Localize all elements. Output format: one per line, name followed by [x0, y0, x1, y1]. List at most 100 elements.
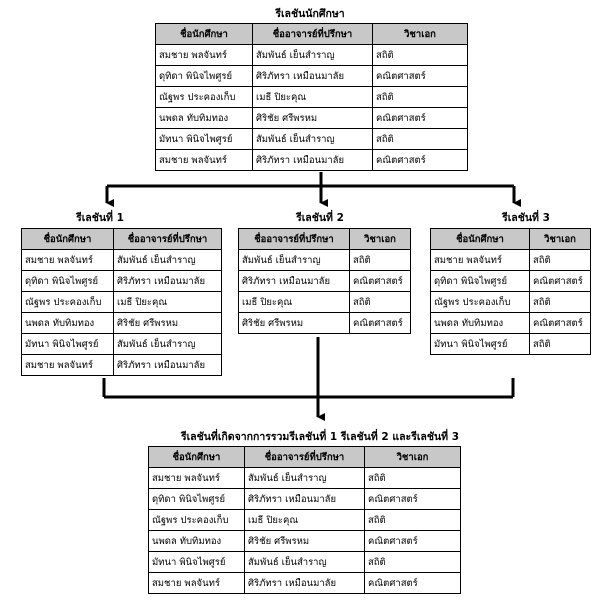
column-header: ชื่ออาจารย์ที่ปรึกษา	[244, 446, 365, 468]
relation-2-title: รีเลชันที่ 2	[296, 212, 344, 224]
table-cell: ดุทิดา พินิจไพศูรย์	[148, 488, 245, 510]
table-row: มัทนา พินิจไพศูรย์สถิติ	[430, 333, 591, 355]
table-row: นพดล ทับทิมทองศิริชัย ศรีพรหมคณิตศาสตร์	[155, 107, 468, 129]
table-row: ณัฐพร ประคองเก็บเมธี ปิยะคุณสถิติ	[148, 509, 461, 531]
table-cell: มัทนา พินิจไพศูรย์	[155, 128, 253, 150]
table-cell: สถิติ	[372, 44, 468, 66]
table-cell: นพดล ทับทิมทอง	[21, 312, 114, 334]
table-row: ดุทิดา พินิจไพศูรย์ศิริภัทรา เหมือนมาลัย…	[155, 65, 468, 87]
table-cell: ศิริชัย ศรีพรหม	[252, 107, 373, 129]
table-cell: คณิตศาสตร์	[364, 572, 461, 594]
table-cell: ณัฐพร ประคองเก็บ	[430, 291, 530, 313]
table-row: ดุทิดา พินิจไพศูรย์ศิริภัทรา เหมือนมาลัย	[21, 270, 222, 292]
table-cell: สถิติ	[364, 551, 461, 573]
table-cell: ศิริภัทรา เหมือนมาลัย	[238, 270, 350, 292]
table-cell: นพดล ทับทิมทอง	[430, 312, 530, 334]
table-cell: คณิตศาสตร์	[529, 270, 591, 292]
table-row: เมธี ปิยะคุณสถิติ	[238, 291, 411, 313]
table-cell: คณิตศาสตร์	[349, 312, 411, 334]
table-row: นพดล ทับทิมทองศิริชัย ศรีพรหมคณิตศาสตร์	[148, 530, 461, 552]
table-cell: สมชาย พลจันทร์	[21, 354, 114, 376]
table-row: สมชาย พลจันทร์สถิติ	[430, 249, 591, 271]
table-cell: นพดล ทับทิมทอง	[155, 107, 253, 129]
top-relation-title: รีเลชันนักศึกษา	[275, 8, 345, 20]
table-cell: มัทนา พินิจไพศูรย์	[430, 333, 530, 355]
table-cell: เมธี ปิยะคุณ	[113, 291, 222, 313]
table-cell: คณิตศาสตร์	[364, 530, 461, 552]
table-cell: สมชาย พลจันทร์	[21, 249, 114, 271]
table-row: สัมพันธ์ เย็นสำราญสถิติ	[238, 249, 411, 271]
column-header: วิชาเอก	[364, 446, 461, 468]
table-cell: สมชาย พลจันทร์	[148, 572, 245, 594]
table-cell: นพดล ทับทิมทอง	[148, 530, 245, 552]
table-cell: คณิตศาสตร์	[364, 488, 461, 510]
table-cell: คณิตศาสตร์	[372, 149, 468, 171]
table-cell: ศิริภัทรา เหมือนมาลัย	[113, 354, 222, 376]
table-cell: เมธี ปิยะคุณ	[238, 291, 350, 313]
table-row: ศิริชัย ศรีพรหมคณิตศาสตร์	[238, 312, 411, 334]
table-row: ณัฐพร ประคองเก็บสถิติ	[430, 291, 591, 313]
table-row: สมชาย พลจันทร์ศิริภัทรา เหมือนมาลัยคณิตศ…	[148, 572, 461, 594]
table-cell: สถิติ	[349, 291, 411, 313]
relation-2-table: ชื่ออาจารย์ที่ปรึกษา วิชาเอก สัมพันธ์ เย…	[238, 228, 411, 334]
table-cell: สมชาย พลจันทร์	[155, 44, 253, 66]
table-cell: ณัฐพร ประคองเก็บ	[21, 291, 114, 313]
table-cell: ดุทิดา พินิจไพศูรย์	[430, 270, 530, 292]
column-header: วิชาเอก	[372, 23, 468, 45]
table-row: มัทนา พินิจไพศูรย์สัมพันธ์ เย็นสำราญสถิต…	[148, 551, 461, 573]
table-cell: คณิตศาสตร์	[372, 65, 468, 87]
table-row: มัทนา พินิจไพศูรย์สัมพันธ์ เย็นสำราญสถิต…	[155, 128, 468, 150]
column-header: ชื่อนักศึกษา	[430, 228, 530, 250]
table-cell: ณัฐพร ประคองเก็บ	[148, 509, 245, 531]
table-cell: ศิริชัย ศรีพรหม	[238, 312, 350, 334]
relation-3-table: ชื่อนักศึกษา วิชาเอก สมชาย พลจันทร์สถิติ…	[430, 228, 591, 355]
table-cell: ศิริภัทรา เหมือนมาลัย	[113, 270, 222, 292]
table-cell: สมชาย พลจันทร์	[155, 149, 253, 171]
column-header: วิชาเอก	[349, 228, 411, 250]
table-cell: ศิริภัทรา เหมือนมาลัย	[244, 572, 365, 594]
table-row: สมชาย พลจันทร์ศิริภัทรา เหมือนมาลัยคณิตศ…	[155, 149, 468, 171]
table-row: ศิริภัทรา เหมือนมาลัยคณิตศาสตร์	[238, 270, 411, 292]
table-cell: เมธี ปิยะคุณ	[252, 86, 373, 108]
table-cell: สัมพันธ์ เย็นสำราญ	[244, 551, 365, 573]
table-row: ดุทิดา พินิจไพศูรย์ศิริภัทรา เหมือนมาลัย…	[148, 488, 461, 510]
relation-1-title: รีเลชันที่ 1	[76, 212, 124, 224]
table-row: มัทนา พินิจไพศูรย์สัมพันธ์ เย็นสำราญ	[21, 333, 222, 355]
column-header: วิชาเอก	[529, 228, 591, 250]
table-cell: สัมพันธ์ เย็นสำราญ	[244, 467, 365, 489]
table-cell: ดุทิดา พินิจไพศูรย์	[21, 270, 114, 292]
table-row: นพดล ทับทิมทองศิริชัย ศรีพรหม	[21, 312, 222, 334]
table-cell: สถิติ	[364, 467, 461, 489]
column-header: ชื่อนักศึกษา	[21, 228, 114, 250]
table-cell: สถิติ	[364, 509, 461, 531]
table-cell: ณัฐพร ประคองเก็บ	[155, 86, 253, 108]
joined-relation-title: รีเลชันที่เกิดจากการรวมรีเลชันที่ 1 รีเล…	[180, 431, 460, 443]
relation-1-table: ชื่อนักศึกษา ชื่ออาจารย์ที่ปรึกษา สมชาย …	[21, 228, 222, 376]
table-cell: สถิติ	[349, 249, 411, 271]
joined-relation-table: ชื่อนักศึกษา ชื่ออาจารย์ที่ปรึกษา วิชาเอ…	[148, 446, 461, 594]
table-row: นพดล ทับทิมทองคณิตศาสตร์	[430, 312, 591, 334]
table-cell: ดุทิดา พินิจไพศูรย์	[155, 65, 253, 87]
table-cell: ศิริชัย ศรีพรหม	[244, 530, 365, 552]
table-row: สมชาย พลจันทร์ศิริภัทรา เหมือนมาลัย	[21, 354, 222, 376]
table-cell: มัทนา พินิจไพศูรย์	[148, 551, 245, 573]
table-cell: คณิตศาสตร์	[372, 107, 468, 129]
table-cell: สัมพันธ์ เย็นสำราญ	[113, 333, 222, 355]
column-header: ชื่ออาจารย์ที่ปรึกษา	[113, 228, 222, 250]
column-header: ชื่อนักศึกษา	[148, 446, 245, 468]
table-cell: สมชาย พลจันทร์	[430, 249, 530, 271]
table-cell: สถิติ	[529, 333, 591, 355]
relation-3-title: รีเลชันที่ 3	[502, 212, 550, 224]
table-cell: เมธี ปิยะคุณ	[244, 509, 365, 531]
table-cell: ศิริภัทรา เหมือนมาลัย	[252, 149, 373, 171]
table-row: ดุทิดา พินิจไพศูรย์คณิตศาสตร์	[430, 270, 591, 292]
table-cell: สถิติ	[529, 249, 591, 271]
table-cell: สัมพันธ์ เย็นสำราญ	[113, 249, 222, 271]
table-cell: คณิตศาสตร์	[529, 312, 591, 334]
table-cell: สถิติ	[529, 291, 591, 313]
table-cell: สถิติ	[372, 128, 468, 150]
table-cell: มัทนา พินิจไพศูรย์	[21, 333, 114, 355]
table-row: ณัฐพร ประคองเก็บเมธี ปิยะคุณ	[21, 291, 222, 313]
table-row: สมชาย พลจันทร์สัมพันธ์ เย็นสำราญสถิติ	[148, 467, 461, 489]
